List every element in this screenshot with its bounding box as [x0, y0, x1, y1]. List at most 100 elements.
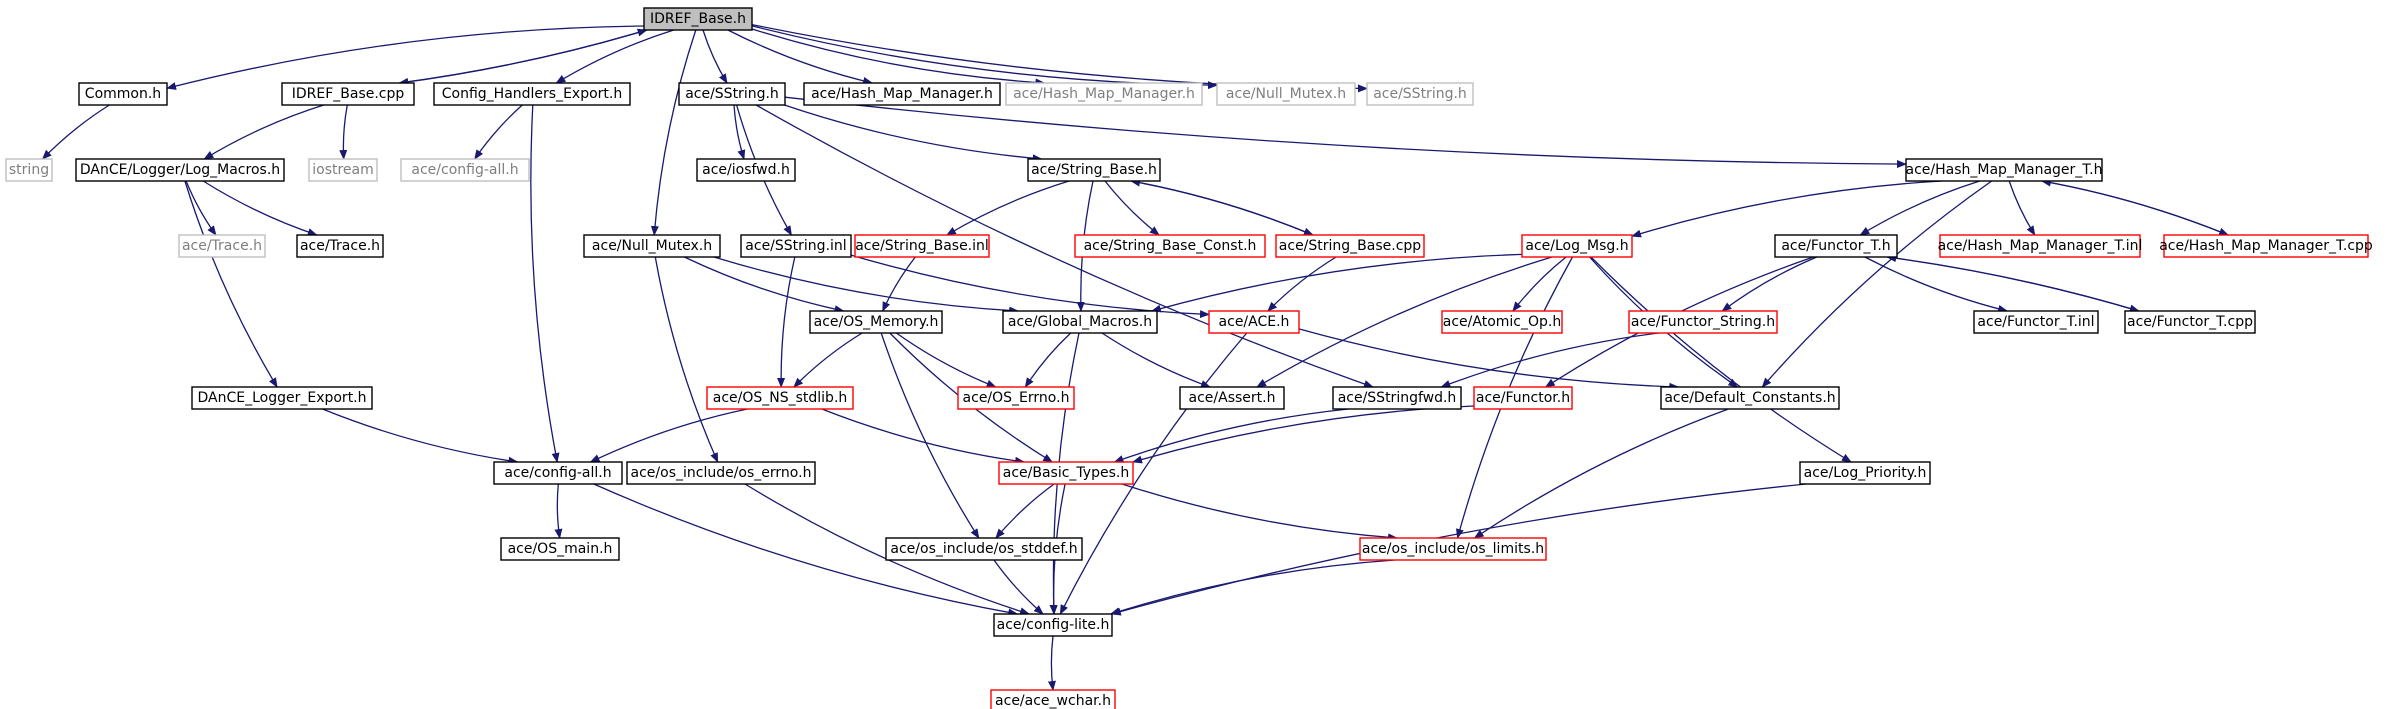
- node-common-h[interactable]: Common.h: [78, 82, 168, 106]
- node-ace-log-priority-h[interactable]: ace/Log_Priority.h: [1799, 461, 1931, 485]
- edge-ace-sstring-h-to-ace-iosfwd-h: [733, 104, 746, 160]
- node-ace-log-msg-h[interactable]: ace/Log_Msg.h: [1521, 234, 1633, 258]
- node-box: [809, 310, 943, 334]
- edge-idref-base-h-to-ace-hash-map-manager-h-ext: [751, 28, 1046, 87]
- node-ace-hash-map-manager-t-cpp[interactable]: ace/Hash_Map_Manager_T.cpp: [2159, 234, 2373, 258]
- node-ace-ace-wchar-h[interactable]: ace/ace_wchar.h: [990, 689, 1116, 709]
- node-label: ace/Trace.h: [300, 238, 380, 254]
- edge-ace-os-include-os-limits-h-to-ace-config-lite-h: [1109, 559, 1396, 616]
- node-label: ace/Assert.h: [1189, 390, 1276, 406]
- node-idref-base-h[interactable]: IDREF_Base.h: [643, 7, 753, 31]
- edge-ace-os-memory-h-to-ace-os-ns-stdlib-h: [793, 332, 863, 388]
- node-box: [993, 613, 1113, 637]
- node-box: [957, 386, 1075, 410]
- node-box: [1441, 310, 1563, 334]
- node-ace-string-base-cpp[interactable]: ace/String_Base.cpp: [1275, 234, 1425, 258]
- edge-ace-hash-map-manager-t-h-to-ace-default-constants-h: [1761, 180, 1993, 388]
- node-ace-os-errno-h[interactable]: ace/OS_Errno.h: [957, 386, 1075, 410]
- node-ace-string-base-inl[interactable]: ace/String_Base.inl: [854, 234, 990, 258]
- node-ace-assert-h[interactable]: ace/Assert.h: [1179, 386, 1285, 410]
- node-ace-os-ns-stdlib-h[interactable]: ace/OS_NS_stdlib.h: [706, 386, 854, 410]
- node-config-handlers-export-h[interactable]: Config_Handlers_Export.h: [433, 82, 631, 106]
- node-ace-os-include-os-stddef-h[interactable]: ace/os_include/os_stddef.h: [885, 537, 1083, 561]
- node-ace-basic-types-h[interactable]: ace/Basic_Types.h: [998, 461, 1134, 485]
- node-box: [433, 82, 631, 106]
- node-ace-atomic-op-h[interactable]: ace/Atomic_Op.h: [1441, 310, 1563, 334]
- node-label: ace/SString.h: [685, 86, 779, 102]
- node-ace-os-main-h[interactable]: ace/OS_main.h: [500, 537, 620, 561]
- node-label: ace/iosfwd.h: [702, 162, 790, 178]
- node-ace-functor-t-cpp[interactable]: ace/Functor_T.cpp: [2124, 310, 2256, 334]
- node-ace-os-include-os-limits-h[interactable]: ace/os_include/os_limits.h: [1359, 537, 1547, 561]
- node-box: [626, 461, 816, 485]
- node-ace-sstring-h[interactable]: ace/SString.h: [678, 82, 786, 106]
- edge-idref-base-h-to-config-handlers-export-h: [555, 29, 674, 84]
- node-idref-base-cpp[interactable]: IDREF_Base.cpp: [281, 82, 415, 106]
- edge-ace-functor-t-h-to-ace-functor-string-h: [1721, 256, 1818, 312]
- node-ace-functor-t-h[interactable]: ace/Functor_T.h: [1774, 234, 1898, 258]
- node-box: [1473, 386, 1573, 410]
- edge-idref-base-h-to-common-h: [166, 25, 645, 90]
- node-box: [1359, 537, 1547, 561]
- node-ace-string-base-h[interactable]: ace/String_Base.h: [1027, 158, 1161, 182]
- node-ace-os-memory-h[interactable]: ace/OS_Memory.h: [809, 310, 943, 334]
- node-ace-functor-string-h[interactable]: ace/Functor_String.h: [1628, 310, 1778, 334]
- edge-idref-base-h-to-ace-sstring-h: [702, 29, 728, 84]
- node-label: ace/Global_Macros.h: [1008, 314, 1152, 330]
- node-ace-string-base-const-h[interactable]: ace/String_Base_Const.h: [1074, 234, 1266, 258]
- edge-ace-os-memory-h-to-ace-os-include-os-stddef-h: [880, 332, 980, 539]
- node-label: ace/String_Base.inl: [855, 238, 989, 254]
- node-box: [1208, 310, 1300, 334]
- edge-ace-log-msg-h-to-ace-log-priority-h: [1590, 256, 1852, 463]
- node-label: ace/Hash_Map_Manager_T.h: [1905, 162, 2102, 178]
- edge-idref-base-cpp-to-idref-base-h: [399, 28, 648, 84]
- node-ace-ace-h[interactable]: ace/ACE.h: [1208, 310, 1300, 334]
- node-ace-trace-h[interactable]: ace/Trace.h: [296, 234, 384, 258]
- node-box: [191, 386, 373, 410]
- node-ace-global-macros-h[interactable]: ace/Global_Macros.h: [1002, 310, 1158, 334]
- node-ace-iosfwd-h[interactable]: ace/iosfwd.h: [696, 158, 796, 182]
- node-dance-log-macros-h[interactable]: DAnCE/Logger/Log_Macros.h: [75, 158, 285, 182]
- edge-ace-string-base-cpp-to-ace-ace-h: [1267, 256, 1337, 312]
- node-box: [1275, 234, 1425, 258]
- edge-ace-null-mutex-h-to-ace-os-memory-h: [684, 256, 845, 314]
- node-label: DAnCE/Logger/Log_Macros.h: [80, 162, 280, 178]
- node-box: [1939, 234, 2141, 258]
- edge-ace-functor-t-cpp-to-ace-functor-t-h: [1886, 254, 2139, 312]
- node-box: [1366, 82, 1474, 106]
- node-ace-default-constants-h[interactable]: ace/Default_Constants.h: [1660, 386, 1840, 410]
- node-box: [643, 7, 753, 31]
- node-label: ace/config-all.h: [504, 465, 611, 481]
- node-ace-null-mutex-h[interactable]: ace/Null_Mutex.h: [583, 234, 721, 258]
- node-box: [885, 537, 1083, 561]
- node-label: ace/Functor_T.h: [1781, 238, 1890, 254]
- node-label: ace/SStringfwd.h: [1338, 390, 1457, 406]
- edge-ace-hash-map-manager-t-h-to-ace-hash-map-manager-t-cpp: [2041, 180, 2230, 236]
- node-ace-config-all-h[interactable]: ace/config-all.h: [493, 461, 623, 485]
- edge-ace-log-msg-h-to-ace-assert-h: [1256, 256, 1553, 388]
- node-label: iostream: [312, 162, 374, 178]
- node-ace-hash-map-manager-h-ext: ace/Hash_Map_Manager.h: [1005, 82, 1203, 106]
- node-box: [1905, 158, 2103, 182]
- edge-ace-ace-h-to-ace-config-lite-h: [1059, 332, 1248, 615]
- node-box: [2163, 234, 2369, 258]
- node-ace-sstring-inl[interactable]: ace/SString.inl: [740, 234, 852, 258]
- node-ace-os-include-os-errno-h[interactable]: ace/os_include/os_errno.h: [626, 461, 816, 485]
- node-label: ace/OS_Memory.h: [814, 314, 939, 330]
- node-ace-hash-map-manager-t-h[interactable]: ace/Hash_Map_Manager_T.h: [1905, 158, 2103, 182]
- node-box: [1005, 82, 1203, 106]
- node-label: ace/String_Base.h: [1031, 162, 1157, 178]
- node-ace-hash-map-manager-t-inl[interactable]: ace/Hash_Map_Manager_T.inl: [1938, 234, 2143, 258]
- node-label: ace/Hash_Map_Manager.h: [1013, 86, 1195, 102]
- edge-ace-config-lite-h-to-ace-ace-wchar-h: [1047, 635, 1056, 691]
- node-box: [706, 386, 854, 410]
- node-ace-hash-map-manager-h[interactable]: ace/Hash_Map_Manager.h: [803, 82, 1001, 106]
- node-box: [678, 82, 786, 106]
- node-dance-logger-export-h[interactable]: DAnCE_Logger_Export.h: [191, 386, 373, 410]
- node-ace-functor-h[interactable]: ace/Functor.h: [1473, 386, 1573, 410]
- edge-ace-string-base-inl-to-ace-os-memory-h: [882, 256, 916, 312]
- node-ace-functor-t-inl[interactable]: ace/Functor_T.inl: [1973, 310, 2099, 334]
- node-ace-sstringfwd-h[interactable]: ace/SStringfwd.h: [1332, 386, 1462, 410]
- node-ace-config-lite-h[interactable]: ace/config-lite.h: [993, 613, 1113, 637]
